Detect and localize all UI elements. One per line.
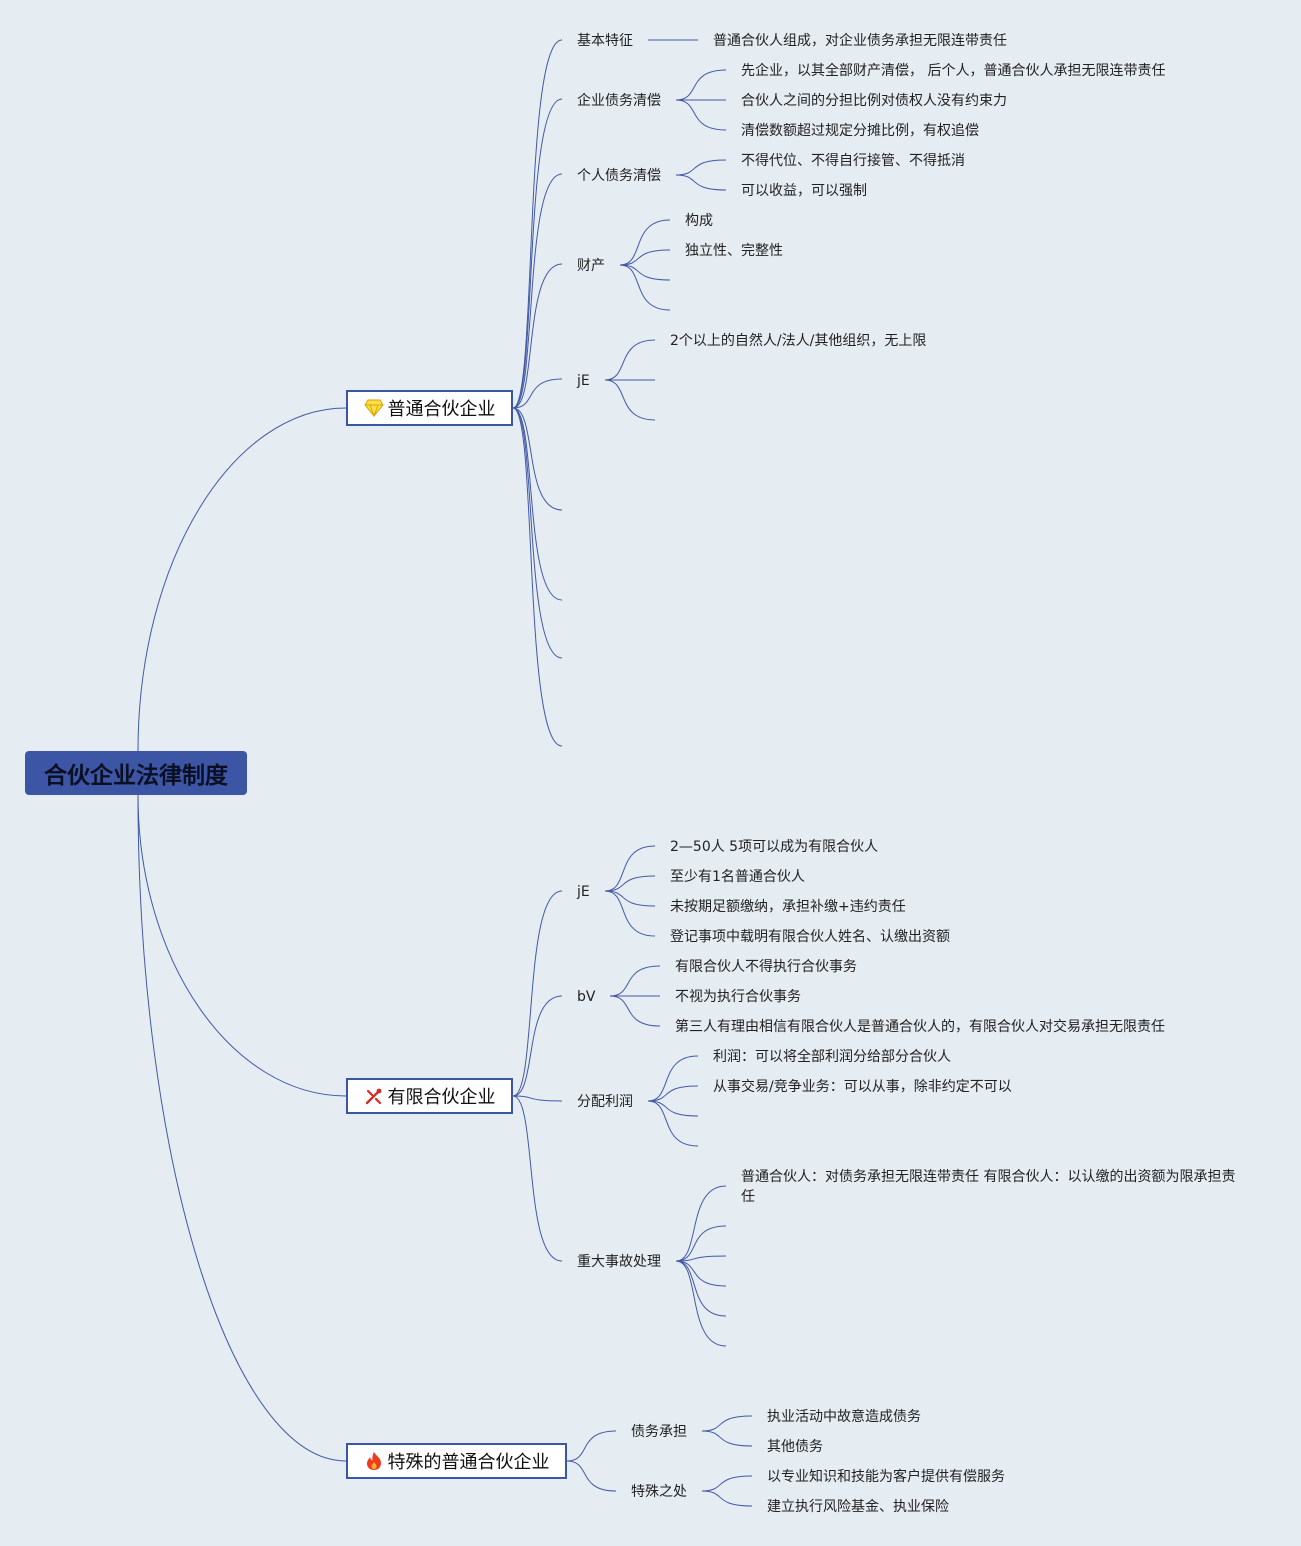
leaf[interactable]: 建立执行风险基金、执业保险 — [767, 1499, 949, 1515]
branch-special-general-partnership[interactable]: 特殊的普通合伙企业 — [346, 1443, 567, 1479]
leaf[interactable]: 2个以上的自然人/法人/其他组织，无上限 — [670, 333, 927, 349]
leaf-connector — [619, 264, 671, 281]
leaf[interactable]: 普通合伙人：对债务承担无限连带责任 有限合伙人：以认缴的出资额为限承担责任 — [741, 1169, 1236, 1205]
leaf[interactable]: 构成 — [685, 213, 713, 229]
leaf-connector — [675, 1260, 727, 1287]
branch-limited-partnership[interactable]: 有限合伙企业 — [346, 1078, 513, 1114]
leaf-connector — [675, 1260, 727, 1347]
root-connector — [137, 794, 347, 1462]
diamond-icon — [363, 398, 384, 418]
leaf[interactable]: 不视为执行合伙事务 — [675, 989, 801, 1005]
leaf[interactable]: 未按期足额缴纳，承担补缴+违约责任 — [670, 899, 906, 915]
sub-connector — [512, 890, 563, 1097]
topic-je-limited[interactable]: jE — [577, 884, 590, 900]
sub-connector — [512, 173, 563, 409]
leaf-connector — [609, 965, 661, 997]
leaf[interactable]: 可以收益，可以强制 — [741, 183, 867, 199]
topic-property[interactable]: 财产 — [577, 258, 605, 274]
leaf-connector — [675, 174, 727, 191]
sub-connector — [512, 407, 563, 601]
leaf-connector — [675, 69, 727, 101]
leaf[interactable]: 以专业知识和技能为客户提供有偿服务 — [767, 1469, 1005, 1485]
leaf-connector — [604, 339, 656, 381]
leaf[interactable]: 普通合伙人组成，对企业债务承担无限连带责任 — [713, 33, 1007, 49]
sub-connector — [512, 263, 563, 409]
leaf[interactable]: 2—50人 5项可以成为有限合伙人 — [670, 839, 879, 855]
branch-label: 普通合伙企业 — [387, 399, 496, 420]
topic-je-general[interactable]: jE — [577, 373, 590, 389]
root-connector — [137, 407, 347, 752]
sub-connector — [512, 1095, 563, 1262]
fire-icon — [364, 1451, 384, 1471]
sub-connector — [512, 98, 563, 409]
sub-connector — [512, 407, 563, 659]
leaf[interactable]: 合伙人之间的分担比例对债权人没有约束力 — [741, 93, 1007, 109]
topic-major-incident[interactable]: 重大事故处理 — [577, 1254, 661, 1270]
tools-icon — [364, 1086, 384, 1106]
leaf[interactable]: 登记事项中载明有限合伙人姓名、认缴出资额 — [670, 929, 950, 945]
topic-debt-bearing[interactable]: 债务承担 — [631, 1424, 687, 1440]
leaf[interactable]: 先企业，以其全部财产清偿， 后个人，普通合伙人承担无限连带责任 — [741, 63, 1166, 79]
leaf-connector — [675, 1225, 727, 1262]
leaf-connector — [604, 890, 656, 937]
leaf-connector — [701, 1490, 753, 1507]
leaf-connector — [701, 1430, 753, 1447]
topic-personal-debt[interactable]: 个人债务清偿 — [577, 168, 661, 184]
leaf[interactable]: 从事交易/竞争业务：可以从事，除非约定不可以 — [713, 1079, 1012, 1095]
leaf-connector — [701, 1415, 753, 1432]
leaf[interactable]: 不得代位、不得自行接管、不得抵消 — [741, 153, 965, 169]
leaf-connector — [604, 379, 656, 421]
leaf-connector — [647, 1100, 699, 1147]
topic-profit[interactable]: 分配利润 — [577, 1094, 633, 1110]
sub-connector — [512, 995, 563, 1097]
leaf-connector — [604, 890, 656, 907]
leaf-connector — [647, 1085, 699, 1102]
leaf[interactable]: 至少有1名普通合伙人 — [670, 869, 805, 885]
leaf-connector — [604, 845, 656, 892]
sub-connector — [512, 378, 563, 409]
leaf[interactable]: 独立性、完整性 — [685, 243, 783, 259]
sub-connector — [566, 1430, 617, 1462]
leaf[interactable]: 有限合伙人不得执行合伙事务 — [675, 959, 857, 975]
leaf-connector — [609, 995, 661, 1027]
sub-connector — [512, 1095, 563, 1102]
branch-label: 有限合伙企业 — [387, 1087, 496, 1108]
branch-label: 特殊的普通合伙企业 — [387, 1452, 550, 1473]
root-connector — [137, 794, 347, 1097]
leaf[interactable]: 利润：可以将全部利润分给部分合伙人 — [713, 1049, 951, 1065]
leaf-connector — [675, 1260, 727, 1317]
leaf-connector — [675, 99, 727, 131]
leaf[interactable]: 其他债务 — [767, 1439, 823, 1455]
topic-enterprise-debt[interactable]: 企业债务清偿 — [577, 93, 661, 109]
leaf-connector — [675, 1255, 727, 1262]
branch-general-partnership[interactable]: 普通合伙企业 — [346, 390, 513, 426]
leaf-connector — [647, 1100, 699, 1117]
leaf[interactable]: 第三人有理由相信有限合伙人是普通合伙人的，有限合伙人对交易承担无限责任 — [675, 1019, 1165, 1035]
leaf-connector — [675, 159, 727, 176]
sub-connector — [566, 1460, 617, 1492]
sub-connector — [512, 39, 563, 409]
sub-connector — [512, 407, 563, 747]
topic-bv[interactable]: bV — [577, 989, 596, 1005]
leaf-connector — [619, 264, 671, 311]
topic-specialties[interactable]: 特殊之处 — [631, 1484, 687, 1500]
leaf-connector — [647, 1055, 699, 1102]
leaf[interactable]: 清偿数额超过规定分摊比例，有权追偿 — [741, 123, 979, 139]
topic-basic-features[interactable]: 基本特征 — [577, 33, 633, 49]
leaf-connector — [604, 875, 656, 892]
root-topic[interactable]: 合伙企业法律制度 — [25, 751, 247, 795]
leaf-connector — [619, 219, 671, 266]
leaf-connector — [701, 1475, 753, 1492]
leaf-connector — [619, 249, 671, 266]
leaf-connector — [675, 1185, 727, 1262]
leaf[interactable]: 执业活动中故意造成债务 — [767, 1409, 921, 1425]
sub-connector — [512, 407, 563, 511]
